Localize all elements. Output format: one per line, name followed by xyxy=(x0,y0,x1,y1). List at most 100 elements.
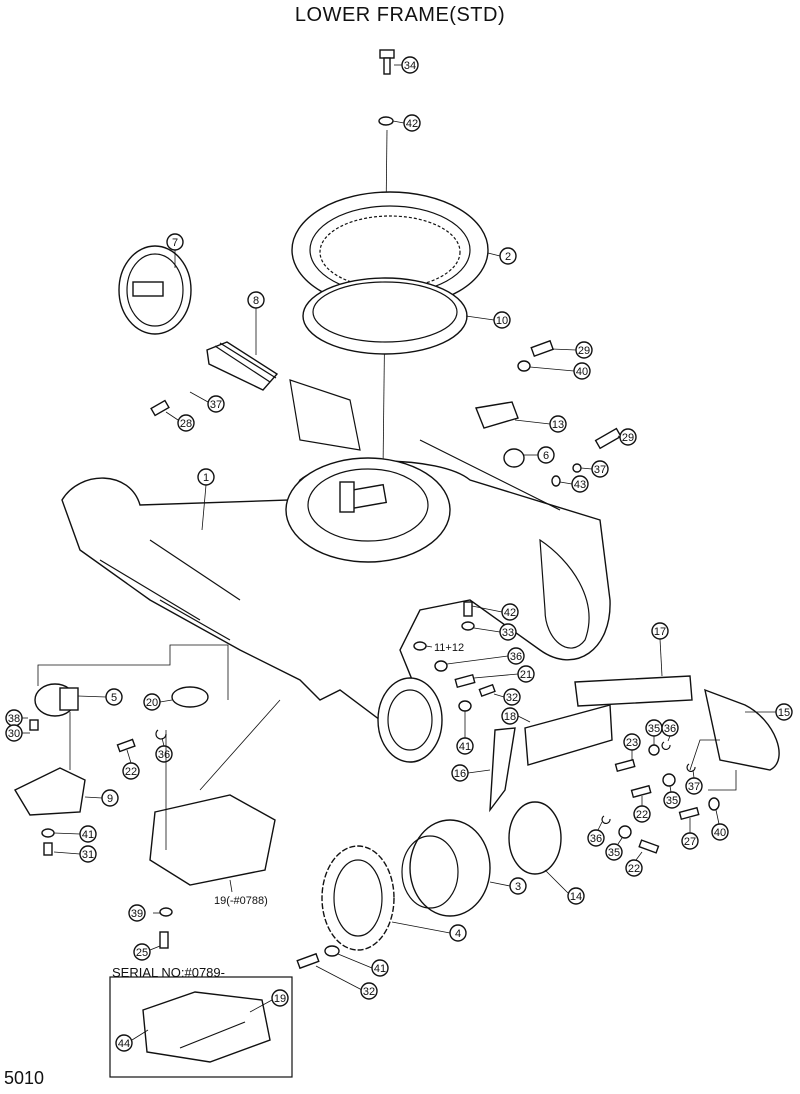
svg-text:35: 35 xyxy=(608,847,620,859)
svg-text:11+12: 11+12 xyxy=(434,642,464,654)
idler-wheel xyxy=(118,245,279,417)
svg-text:22: 22 xyxy=(636,809,648,821)
callout-42: 42 xyxy=(392,114,421,132)
callout-11-12: 11+12 xyxy=(413,641,464,654)
callout-5: 5 xyxy=(77,688,123,706)
callout-10: 10 xyxy=(465,311,511,329)
callout-19: 19(-#0788) xyxy=(214,879,268,907)
svg-text:34: 34 xyxy=(404,60,416,72)
callout-2: 2 xyxy=(487,247,517,265)
svg-text:6: 6 xyxy=(543,450,549,462)
svg-text:40: 40 xyxy=(576,366,588,378)
svg-text:15: 15 xyxy=(778,707,790,719)
callout-22b: 22 xyxy=(630,784,652,823)
callout-18: 18 xyxy=(501,707,531,725)
svg-text:1: 1 xyxy=(203,472,209,484)
callout-40: 40 xyxy=(517,360,591,380)
svg-text:19(-#0788): 19(-#0788) xyxy=(214,895,268,907)
callout-37b: 37 xyxy=(572,460,609,478)
svg-text:41: 41 xyxy=(374,963,386,975)
callout-14: 14 xyxy=(544,869,585,905)
travel-motor xyxy=(401,801,562,917)
svg-text:17: 17 xyxy=(654,626,666,638)
callout-36b: 36 xyxy=(155,729,173,763)
svg-text:36: 36 xyxy=(664,723,676,735)
callout-41b: 41 xyxy=(41,825,97,843)
svg-text:19: 19 xyxy=(274,993,286,1005)
callout-36c: 36 xyxy=(661,719,679,751)
svg-text:37: 37 xyxy=(594,464,606,476)
svg-text:36: 36 xyxy=(158,749,170,761)
svg-text:29: 29 xyxy=(578,345,590,357)
svg-text:2: 2 xyxy=(505,251,511,263)
callout-19b: 19 xyxy=(249,989,289,1013)
svg-text:32: 32 xyxy=(363,986,375,998)
callout-43: 43 xyxy=(551,475,589,493)
svg-text:38: 38 xyxy=(8,713,20,725)
callout-23: 23 xyxy=(614,733,641,773)
callout-38: 38 xyxy=(5,709,28,727)
svg-text:22: 22 xyxy=(628,863,640,875)
lower-frame-body xyxy=(61,379,611,763)
callout-32: 32 xyxy=(478,683,521,706)
callout-39: 39 xyxy=(128,904,173,922)
callout-35b: 35 xyxy=(662,773,681,809)
svg-text:42: 42 xyxy=(504,607,516,619)
callout-41: 41 xyxy=(456,700,474,755)
callout-9: 9 xyxy=(84,789,119,807)
svg-text:40: 40 xyxy=(714,827,726,839)
svg-text:3: 3 xyxy=(515,881,521,893)
callout-28: 28 xyxy=(165,411,195,432)
callout-30: 30 xyxy=(5,724,30,742)
serial-number-note: SERIAL NO:#0789- xyxy=(112,965,225,980)
svg-text:35: 35 xyxy=(648,723,660,735)
callout-20: 20 xyxy=(143,693,173,711)
serial-inset-frame xyxy=(109,976,293,1078)
callout-3: 3 xyxy=(489,877,527,895)
svg-text:43: 43 xyxy=(574,479,586,491)
callout-32b: 32 xyxy=(296,952,378,1000)
svg-text:18: 18 xyxy=(504,711,516,723)
callout-22c: 22 xyxy=(625,839,660,877)
callout-36: 36 xyxy=(434,647,525,672)
svg-text:27: 27 xyxy=(684,836,696,848)
svg-text:37: 37 xyxy=(688,781,700,793)
svg-text:22: 22 xyxy=(125,766,137,778)
svg-text:16: 16 xyxy=(454,768,466,780)
callout-33: 33 xyxy=(461,621,517,641)
svg-text:9: 9 xyxy=(107,793,113,805)
callout-40b: 40 xyxy=(708,797,729,841)
callout-16: 16 xyxy=(451,764,491,782)
callout-21: 21 xyxy=(454,665,535,689)
svg-text:4: 4 xyxy=(455,928,461,940)
callout-15: 15 xyxy=(745,703,793,721)
sprocket xyxy=(321,845,395,951)
svg-text:10: 10 xyxy=(496,315,508,327)
callout-35c: 35 xyxy=(605,825,632,861)
svg-text:14: 14 xyxy=(570,891,582,903)
svg-text:21: 21 xyxy=(520,669,532,681)
callout-7: 7 xyxy=(166,233,184,268)
svg-text:29: 29 xyxy=(622,432,634,444)
svg-text:41: 41 xyxy=(82,829,94,841)
callout-17: 17 xyxy=(651,622,669,677)
callout-27: 27 xyxy=(678,806,700,850)
svg-text:13: 13 xyxy=(552,419,564,431)
svg-text:23: 23 xyxy=(626,737,638,749)
callout-35: 35 xyxy=(645,719,663,756)
swing-bearing-ring xyxy=(291,191,489,355)
track-guard-assembly xyxy=(489,675,780,813)
callout-8: 8 xyxy=(247,291,265,355)
svg-text:32: 32 xyxy=(506,692,518,704)
callout-29: 29 xyxy=(530,339,593,359)
carrier-roller xyxy=(14,683,86,856)
svg-text:35: 35 xyxy=(666,795,678,807)
callout-42b: 42 xyxy=(463,601,519,621)
svg-text:7: 7 xyxy=(172,237,178,249)
cover-plate xyxy=(149,686,276,886)
callout-25: 25 xyxy=(133,931,169,961)
svg-text:28: 28 xyxy=(180,418,192,430)
callout-22: 22 xyxy=(116,738,140,780)
callout-29b: 29 xyxy=(594,427,637,450)
